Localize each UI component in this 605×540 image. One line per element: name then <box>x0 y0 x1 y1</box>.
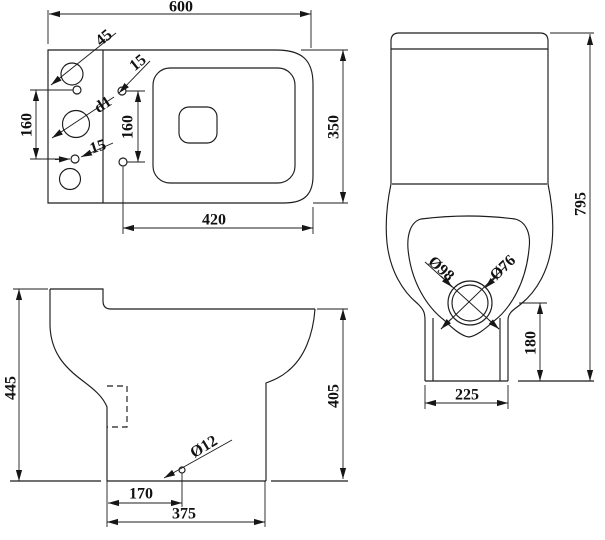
dim-seat-hole-offset-label: 15 <box>126 51 149 74</box>
pedestal-inner-walls <box>432 318 501 381</box>
top-view-dimensions: 600 45 15 d1 15 160 160 <box>19 0 348 234</box>
outlet-outer-circle <box>447 280 493 326</box>
tank-hole-top <box>60 62 84 86</box>
leader-line <box>51 96 115 139</box>
cistern-body-outline <box>390 49 549 185</box>
dim-fixing-hole-label: Ø12 <box>187 432 220 461</box>
dim-hole-pitch-left-label: 160 <box>19 113 36 137</box>
dim-overall-width-label: 600 <box>169 0 193 16</box>
dim-pedestal-width-label: 225 <box>455 387 479 404</box>
dim-outlet-height-label: 180 <box>523 331 540 355</box>
dim-pan-width-label: 350 <box>326 115 343 139</box>
top-view: 600 45 15 d1 15 160 160 <box>19 0 348 234</box>
top-view-outlines <box>47 49 314 204</box>
dim-hole-pitch-right-label: 160 <box>120 115 137 139</box>
bowl-silhouette-right <box>507 183 554 381</box>
dim-mid-hole-label: d1 <box>91 93 114 116</box>
leader-arrow <box>488 319 500 330</box>
bowl-inner-outline <box>407 215 531 338</box>
small-hole-top-right <box>117 86 127 96</box>
leader-line <box>440 265 507 330</box>
front-view-outlines <box>385 32 594 382</box>
flush-opening-outline <box>178 106 218 144</box>
hidden-outlet-box <box>107 385 128 428</box>
small-hole-bottom-left <box>70 154 80 164</box>
side-view: 445 405 Ø12 170 375 <box>3 288 348 527</box>
cistern-top-and-step <box>50 288 315 310</box>
dim-bowl-length-label: 420 <box>202 212 226 229</box>
pan-plan-outline <box>47 49 314 204</box>
leader-line <box>424 261 500 330</box>
leader-arrow <box>440 318 452 330</box>
dim-overall-back-height-label: 445 <box>3 376 20 400</box>
dim-tank-hole-label: 45 <box>92 26 115 49</box>
side-view-outlines <box>10 288 348 482</box>
front-view-dimensions: Ø98 Ø76 180 225 795 <box>424 32 594 409</box>
dim-outlet-inner-label: Ø76 <box>487 252 519 284</box>
dim-base-depth-label: 375 <box>172 506 196 523</box>
leader-arrow <box>484 276 497 289</box>
seat-opening-outline <box>152 67 296 184</box>
tank-hole-mid <box>61 109 91 139</box>
dim-bowl-height-label: 405 <box>326 384 343 408</box>
leader-line <box>118 60 151 94</box>
small-hole-top-left <box>72 85 82 95</box>
side-view-dimensions: 445 405 Ø12 170 375 <box>3 288 348 527</box>
tank-hole-bottom <box>58 167 82 191</box>
leader-line <box>163 439 233 479</box>
dim-overall-height-label: 795 <box>573 192 590 216</box>
outlet-inner-circle <box>451 284 489 322</box>
leader-line <box>50 32 117 86</box>
dim-outlet-outer-label: Ø98 <box>425 253 458 285</box>
front-profile <box>265 308 316 481</box>
leader-line <box>80 142 114 158</box>
bowl-silhouette-left <box>385 183 426 381</box>
dim-fixing-hole-offset-label: 15 <box>88 136 108 157</box>
front-view: Ø98 Ø76 180 225 795 <box>385 32 594 409</box>
small-hole-bottom-right <box>118 157 128 167</box>
leader-arrow <box>440 275 453 288</box>
cistern-lid-outline <box>390 32 549 50</box>
dim-hole-distance-label: 170 <box>129 486 153 503</box>
back-profile <box>49 289 108 481</box>
